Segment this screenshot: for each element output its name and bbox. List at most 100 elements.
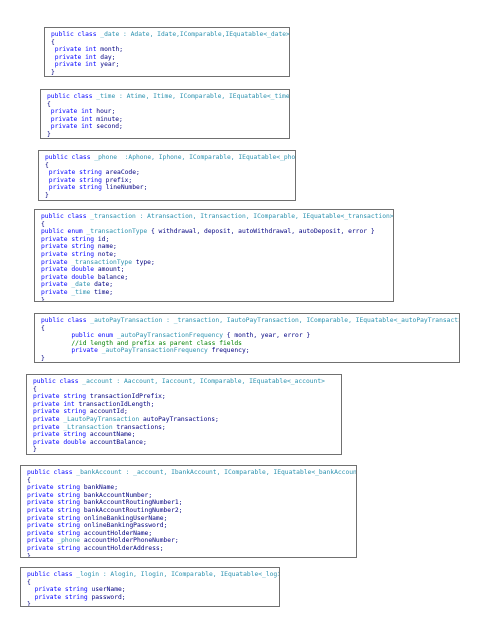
code-token: { bbox=[27, 578, 31, 586]
type-token: _phone bbox=[57, 537, 84, 545]
keyword-token: public class bbox=[33, 378, 83, 385]
keyword-token: private string bbox=[34, 586, 92, 594]
code-token bbox=[41, 332, 71, 339]
keyword-token: private bbox=[41, 258, 72, 266]
code-token: minute; bbox=[96, 115, 123, 123]
keyword-token: private bbox=[71, 347, 102, 355]
type-token: _time : Atime, Itime, IComparable, IEqua… bbox=[96, 93, 290, 100]
keyword-token: private string bbox=[27, 529, 84, 537]
type-token: _autoPayTransactionFrequency bbox=[116, 332, 227, 340]
keyword-token: private string bbox=[41, 235, 98, 243]
code-line: } bbox=[45, 192, 289, 200]
code-token: month; bbox=[100, 46, 124, 54]
code-token: type; bbox=[135, 258, 155, 266]
code-line: private int minute; bbox=[47, 116, 283, 124]
code-line: public enum _transactionType { withdrawa… bbox=[41, 228, 387, 236]
code-line: private string lineNumber; bbox=[45, 184, 289, 192]
bankaccount-class-box: public class _bankAccount : _account, Ib… bbox=[20, 465, 357, 558]
code-line: { bbox=[45, 162, 289, 170]
code-token: accountId; bbox=[89, 408, 128, 416]
phone-class-box: public class _phone :Aphone, Iphone, ICo… bbox=[38, 150, 296, 201]
code-token: { bbox=[41, 220, 45, 228]
code-line: private string note; bbox=[41, 251, 387, 259]
keyword-token: private string bbox=[48, 169, 106, 177]
code-token: second; bbox=[96, 123, 123, 131]
code-token: accountHolderName; bbox=[83, 529, 153, 537]
code-token: { bbox=[47, 100, 51, 108]
code-token: bankName; bbox=[83, 484, 118, 492]
code-token: accountHolderPhoneNumber; bbox=[83, 537, 179, 545]
code-line: private string bankAccountNumber; bbox=[27, 492, 350, 500]
code-token: { month, year, error } bbox=[226, 332, 311, 340]
code-line: public class _time : Atime, Itime, IComp… bbox=[47, 93, 289, 101]
code-line: private _LautoPayTransaction autoPayTran… bbox=[33, 416, 335, 424]
code-token: bankAccountRoutingNumber2; bbox=[83, 506, 183, 514]
code-line: public class _transaction : Atransaction… bbox=[41, 213, 393, 221]
code-line: public class _login : Alogin, Ilogin, IC… bbox=[27, 571, 279, 579]
code-token bbox=[27, 586, 35, 593]
keyword-token: public class bbox=[47, 93, 97, 100]
type-token: _autoPayTransaction : _transaction, Iaut… bbox=[90, 317, 460, 324]
code-line: } bbox=[27, 601, 273, 607]
keyword-token: private int bbox=[54, 61, 101, 69]
code-line: public class _bankAccount : _account, Ib… bbox=[27, 469, 356, 477]
code-line: private _autoPayTransactionFrequency fre… bbox=[41, 347, 453, 355]
keyword-token: private string bbox=[27, 506, 84, 514]
keyword-token: public class bbox=[27, 571, 77, 578]
code-line: public class _autoPayTransaction : _tran… bbox=[41, 317, 459, 325]
code-line: { bbox=[27, 477, 350, 485]
keyword-token: private double bbox=[41, 266, 98, 274]
code-token: } bbox=[51, 68, 55, 76]
type-token: _time bbox=[71, 288, 95, 296]
keyword-token: private string bbox=[27, 514, 84, 522]
code-token bbox=[27, 594, 35, 601]
code-line: private string userName; bbox=[27, 586, 273, 594]
code-token: { bbox=[51, 38, 55, 46]
keyword-token: public class bbox=[45, 154, 95, 161]
code-line: { bbox=[33, 386, 335, 394]
code-line: private double amount; bbox=[41, 266, 387, 274]
keyword-token: public class bbox=[27, 469, 77, 476]
code-token: transactionIdPrefix; bbox=[89, 393, 166, 401]
code-line: private int day; bbox=[51, 54, 283, 62]
code-token: } bbox=[47, 130, 51, 138]
code-line: } bbox=[33, 446, 335, 454]
keyword-token: private string bbox=[48, 184, 106, 192]
type-token: _login : Alogin, Ilogin, IComparable, IE… bbox=[76, 571, 280, 578]
keyword-token: private bbox=[33, 415, 64, 423]
code-token: accountName; bbox=[89, 431, 136, 439]
type-token: _Ltransaction bbox=[63, 423, 117, 431]
type-token: _account : Aaccount, Iaccount, IComparab… bbox=[82, 378, 325, 385]
code-token: date; bbox=[94, 281, 114, 289]
code-token: password; bbox=[91, 593, 126, 601]
code-token: autoPayTransactions; bbox=[142, 415, 219, 423]
keyword-token: private int bbox=[50, 123, 97, 131]
code-token: transactionIdLength; bbox=[78, 400, 155, 408]
code-line: private _Ltransaction transactions; bbox=[33, 424, 335, 432]
code-line: } bbox=[27, 553, 350, 557]
code-token: hour; bbox=[96, 108, 116, 116]
code-line: private string bankAccountRoutingNumber2… bbox=[27, 507, 350, 515]
keyword-token: private string bbox=[33, 431, 90, 439]
code-token: { withdrawal, deposit, autoWithdrawal, a… bbox=[150, 228, 375, 236]
code-line: public class _date : Adate, Idate,ICompa… bbox=[51, 31, 289, 39]
code-token: { bbox=[41, 324, 45, 332]
code-line: private string accountId; bbox=[33, 408, 335, 416]
code-line: { bbox=[51, 39, 283, 47]
keyword-token: private int bbox=[54, 53, 101, 61]
code-line: private _phone accountHolderPhoneNumber; bbox=[27, 537, 350, 545]
code-line: private string bankAccountRoutingNumber1… bbox=[27, 499, 350, 507]
keyword-token: private string bbox=[41, 250, 98, 258]
keyword-token: private string bbox=[27, 522, 84, 530]
keyword-token: private double bbox=[33, 438, 90, 446]
code-line: private string accountName; bbox=[33, 431, 335, 439]
code-line: private int hour; bbox=[47, 108, 283, 116]
keyword-token: private string bbox=[34, 593, 92, 601]
code-line: private _time time; bbox=[41, 289, 387, 297]
code-token: } bbox=[27, 601, 31, 607]
keyword-token: private string bbox=[27, 499, 84, 507]
code-token: id; bbox=[97, 235, 110, 243]
keyword-token: private string bbox=[27, 484, 84, 492]
code-token: } bbox=[41, 354, 45, 362]
code-token: bankAccountNumber; bbox=[83, 491, 153, 499]
